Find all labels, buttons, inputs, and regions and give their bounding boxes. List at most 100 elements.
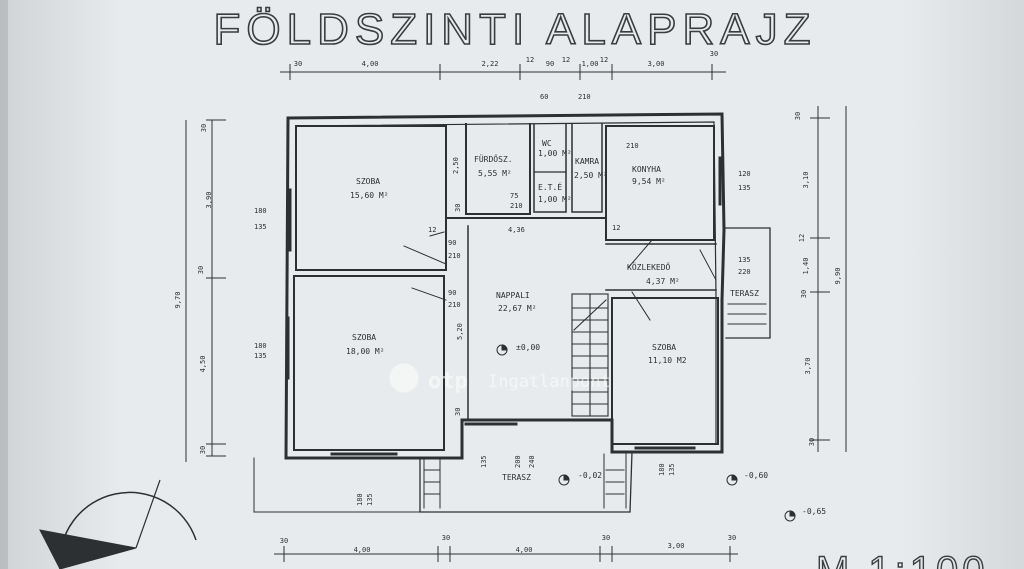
opening-size: 200 [514,455,522,468]
staircase [571,293,609,417]
dimension-value: 12 [562,56,570,64]
dimension-value: 30 [442,534,450,542]
opening-size: 180 [254,207,267,215]
dimension-value: 4,00 [354,546,371,554]
room-area: 5,55 M² [478,169,512,178]
room-name: E.T.É [538,181,562,192]
wall-konyha [605,125,715,241]
terrace-outline [419,451,633,513]
room-name: SZOBA [352,333,376,342]
dimension-value: 12 [798,234,806,242]
opening-size: 90 [448,289,456,297]
opening-size: 75 [510,192,518,200]
opening-size: 180 [356,493,364,506]
opening-size: 135 [366,493,374,506]
dimension-value: 90 [546,60,554,68]
scale-label: M 1:100 [816,549,989,569]
room-area: 22,67 M² [498,304,537,313]
north-arrow-compass [39,479,197,569]
opening-size: 30 [454,408,462,416]
room-area: 18,00 M² [346,347,385,356]
room-name: SZOBA [652,343,676,352]
dimension-value: 1,00 [582,60,599,68]
room-area: 2,50 M² [574,171,608,180]
dimension-value: 30 [294,60,302,68]
opening-size: 120 [738,170,751,178]
watermark-logo: otp [428,369,468,394]
dimension-value: 2,22 [482,60,499,68]
dimension-value: 30 [197,266,205,274]
dimension-value: 30 [199,446,207,454]
floor-level: ±0,00 [516,343,540,352]
opening-size: 5,20 [456,323,464,340]
opening-size: 12 [612,224,620,232]
otp-logo-icon [389,363,419,393]
room-name: SZOBA [356,177,380,186]
opening-size: 210 [578,93,591,101]
dimension-value: 12 [526,56,534,64]
opening-size: 210 [626,142,639,150]
room-name: TERASZ [730,289,759,298]
dimension-value: 30 [808,438,816,446]
room-area: 11,10 M2 [648,356,687,365]
dimension-value: 1,40 [802,258,810,275]
watermark-text: Ingatlanpont [488,372,611,392]
dimension-value: 30 [794,112,802,120]
dimension-value: 30 [710,50,718,58]
dimension-value: 9,90 [834,268,842,285]
dimension-value: 3,00 [648,60,665,68]
opening-size: 135 [668,463,676,476]
floor-level: -0,65 [802,507,826,516]
opening-size: 180 [254,342,267,350]
room-area: 15,60 M² [350,191,389,200]
dimension-value: 30 [602,534,610,542]
room-name: NAPPALI [496,291,530,300]
opening-size: 135 [738,184,751,192]
opening-size: 220 [738,268,751,276]
opening-size: 135 [738,256,751,264]
watermark: otp Ingatlanpont [389,363,611,394]
room-name: TERASZ [502,473,531,482]
dimension-value: 3,10 [802,172,810,189]
opening-size: 135 [254,223,267,231]
room-area: 1,00 M² [538,195,572,204]
room-area: 4,37 M² [646,277,680,286]
dimension-value: 9,70 [174,292,182,309]
opening-size: 4,36 [508,226,525,234]
opening-size: 90 [448,239,456,247]
dimension-value: 12 [600,56,608,64]
dimension-value: 3,90 [205,192,213,209]
room-name: KONYHA [632,165,661,174]
opening-size: 240 [528,455,536,468]
dimension-value: 3,00 [668,542,685,550]
dimension-value: 30 [280,537,288,545]
dimension-value: 30 [800,290,808,298]
opening-size: 210 [448,301,461,309]
floor-level: -0,60 [744,471,768,480]
opening-size: 60 [540,93,548,101]
wall-szoba-br [611,297,719,445]
wall-szoba-tl [295,125,447,271]
dimension-value: 4,00 [362,60,379,68]
room-name: KAMRA [575,157,599,166]
dimension-value: 4,50 [199,356,207,373]
opening-size: 135 [254,352,267,360]
floor-level: -0,02 [578,471,602,480]
opening-size: 12 [428,226,436,234]
room-area: 1,00 M² [538,149,572,158]
room-name: FÜRDŐSZ. [474,154,513,164]
dimension-value: 30 [728,534,736,542]
room-area: 9,54 M² [632,177,666,186]
dimension-value: 30 [200,124,208,132]
opening-size: 210 [448,252,461,260]
room-name: WC [542,139,552,148]
opening-size: 30 [454,204,462,212]
opening-size: 210 [510,202,523,210]
plan-title: FÖLDSZINTI ALAPRAJZ [214,5,817,54]
dimension-value: 3,70 [804,358,812,375]
opening-size: 180 [658,463,666,476]
dimension-value: 4,00 [516,546,533,554]
wall-szoba-bl [293,275,445,451]
opening-size: 2,50 [452,157,460,174]
